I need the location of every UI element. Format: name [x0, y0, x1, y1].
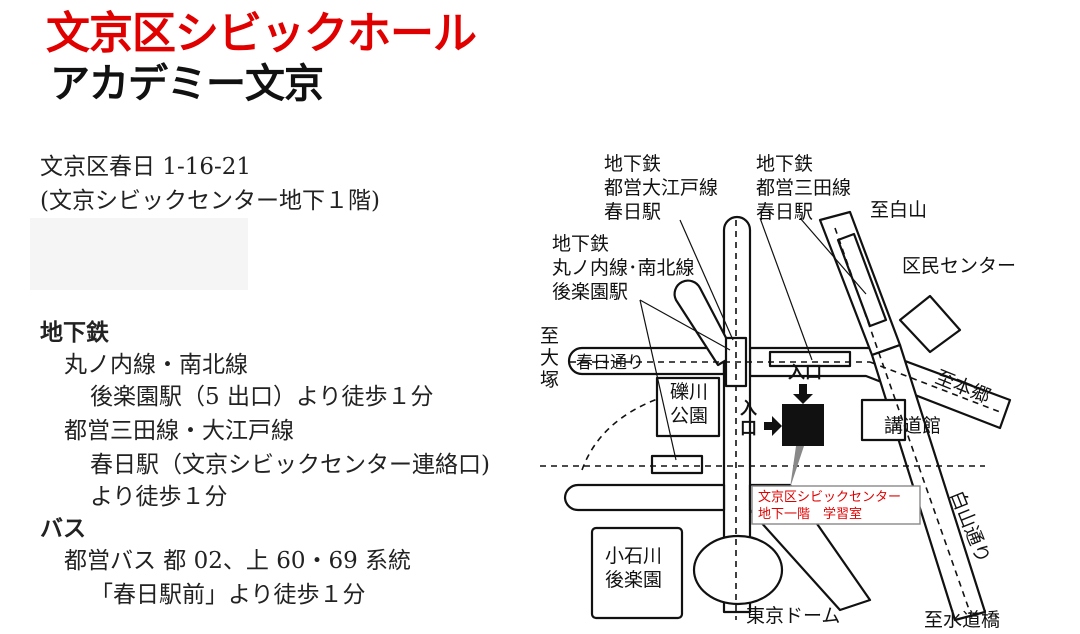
koishikawa-label-1: 小石川 — [605, 545, 662, 567]
blank-box — [30, 218, 248, 290]
lower-west-road — [563, 483, 726, 512]
facility-name-title: アカデミー文京 — [50, 61, 324, 107]
entrance-left-label-1: 入 — [740, 399, 757, 419]
oedo-station-label-3: 春日駅 — [604, 201, 661, 223]
venue-name-title: 文京区シビックホール — [46, 8, 477, 59]
oedo-station-label-2: 都営大江戸線 — [604, 177, 718, 199]
korakuen-station-box — [650, 454, 704, 475]
kasuga-dori-road — [567, 346, 726, 376]
entrance-left-label-2: 口 — [740, 419, 757, 439]
hakusan-station-box — [836, 232, 888, 328]
oedo-station-label-1: 地下鉄 — [604, 153, 661, 175]
target-label-line1: 文京区シビックセンター — [758, 490, 901, 505]
target-label-line2: 地下一階 学習室 — [758, 506, 862, 522]
address-line2: (文京シビックセンター地下１階) — [40, 188, 380, 214]
kumin-center-building — [898, 294, 962, 354]
reisenkawa-park-outline — [655, 376, 721, 438]
subway-line2-walk: より徒歩１分 — [90, 484, 228, 510]
to-otsuka-label-2: 大 — [540, 347, 559, 369]
bus-lines: 都営バス 都 02、上 60・69 系統 — [64, 548, 412, 574]
central-road — [722, 215, 752, 614]
park-label-1: 礫川 — [670, 381, 708, 403]
to-otsuka-label-3: 塚 — [540, 369, 559, 391]
tokyo-dome-label: 東京ドーム — [746, 605, 840, 627]
kasuga-dori-label: 春日通り — [576, 353, 644, 373]
kumin-center-label: 区民センター — [902, 255, 1016, 277]
subway-line1-detail: 後楽園駅（5 出口）より徒歩１分 — [90, 384, 434, 410]
entrance-top-label: 入口 — [788, 363, 822, 383]
park-label-2: 公園 — [670, 405, 708, 427]
mita-station-label-2: 都営三田線 — [756, 177, 851, 199]
bus-detail: 「春日駅前」より徒歩１分 — [90, 582, 366, 608]
bus-heading: バス — [40, 515, 86, 542]
civic-center-target — [782, 404, 824, 446]
subway-line1: 丸ノ内線・南北線 — [64, 352, 248, 378]
to-otsuka-label-1: 至 — [540, 325, 559, 347]
subway-line2-detail: 春日駅（文京シビックセンター連絡口) — [90, 452, 490, 478]
koishikawa-label-2: 後楽園 — [605, 569, 662, 591]
target-pointer — [790, 446, 804, 488]
kodokan-label: 講道館 — [884, 415, 941, 437]
address-line1: 文京区春日 1-16-21 — [40, 154, 252, 180]
korakuen-station-label-1: 地下鉄 — [552, 233, 609, 255]
tokyo-dome-shape — [692, 534, 784, 606]
kodokan-building — [860, 398, 907, 442]
korakuen-station-label-3: 後楽園駅 — [552, 281, 628, 303]
target-label-box — [751, 485, 921, 525]
subway-heading: 地下鉄 — [40, 319, 109, 346]
mita-station-label-3: 春日駅 — [756, 201, 813, 223]
mita-station-label-1: 地下鉄 — [756, 153, 813, 175]
korakuen-station-label-2: 丸ノ内線･南北線 — [552, 257, 695, 279]
to-suidobashi-label: 至水道橋 — [924, 609, 1000, 631]
entrance-arrow-down — [793, 384, 813, 404]
to-hakusan-label: 至白山 — [870, 199, 927, 221]
entrance-arrow-right — [764, 416, 782, 436]
koishikawa-garden — [590, 526, 684, 620]
subway-line2: 都営三田線・大江戸線 — [64, 418, 294, 444]
